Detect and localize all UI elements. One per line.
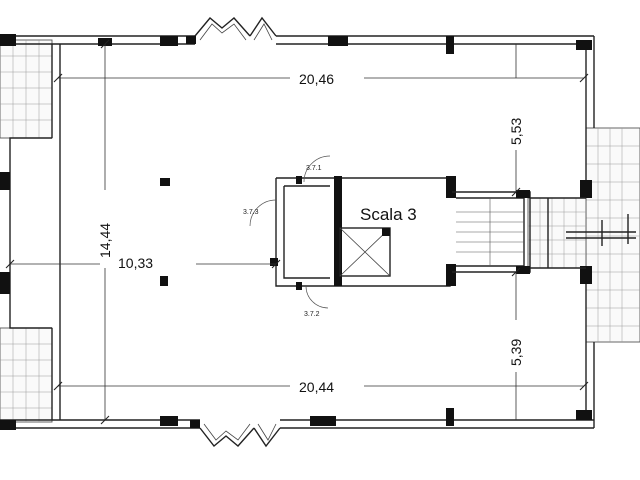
door-label-3: 3.7.3 <box>243 209 259 216</box>
entrance-top <box>186 16 277 44</box>
dimension-right-upper: 5,53 <box>508 118 524 145</box>
stair-core <box>270 176 636 290</box>
doors <box>249 155 331 309</box>
dimension-left-width: 10,33 <box>118 255 153 271</box>
landing-tiles <box>527 197 587 269</box>
wall-columns <box>0 34 592 430</box>
outer-walls <box>0 35 595 429</box>
balcony-bottom-left <box>0 327 53 423</box>
dimension-lines <box>5 39 589 425</box>
dimension-bottom-width: 20,44 <box>299 379 334 395</box>
dimension-top-width: 20,46 <box>299 71 334 87</box>
balcony-top-left <box>0 39 53 139</box>
stair-label: Scala 3 <box>360 205 417 224</box>
dimension-total-height: 14,44 <box>97 223 113 258</box>
balcony-right <box>585 127 640 343</box>
entrance-bottom <box>190 420 281 448</box>
door-label-1: 3.7.1 <box>306 165 322 172</box>
door-label-2: 3.7.2 <box>304 311 320 318</box>
dimension-right-lower: 5,39 <box>508 339 524 366</box>
